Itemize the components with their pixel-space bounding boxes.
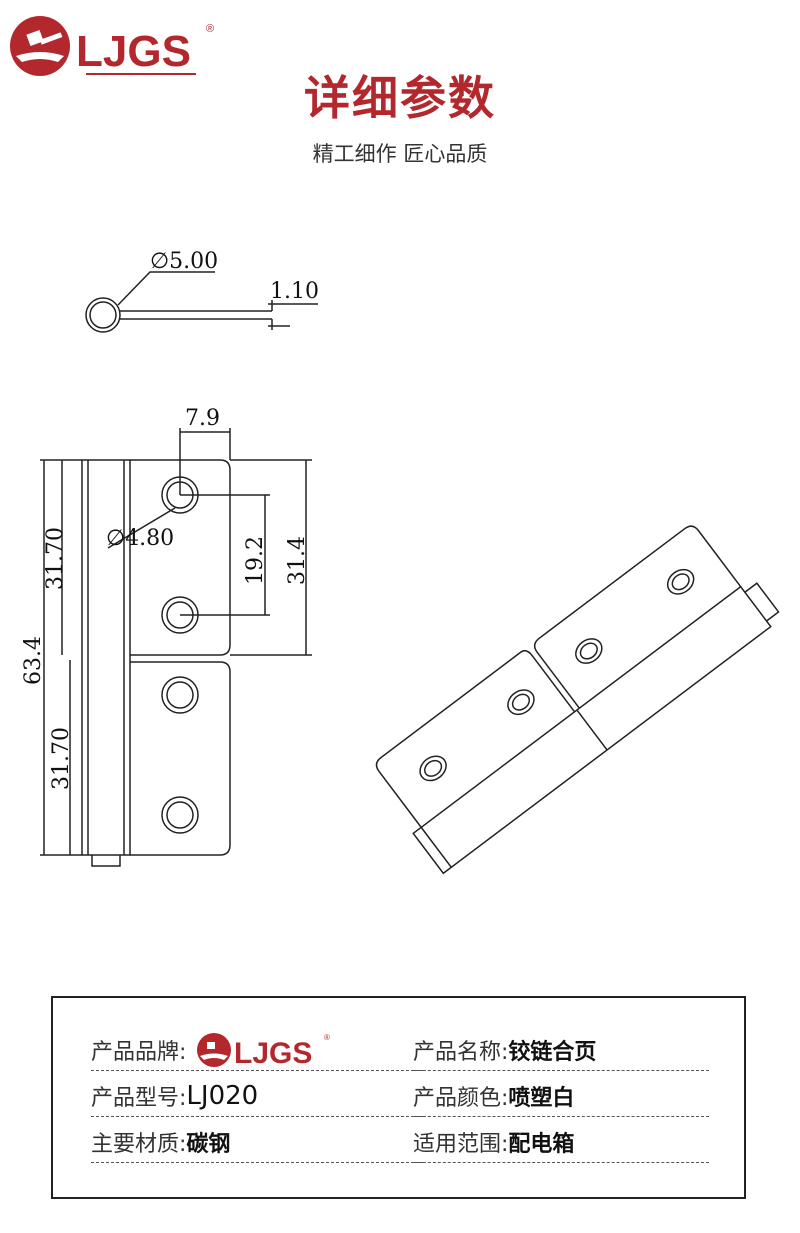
model-label: 产品型号: [91,1086,187,1111]
spec-color: 产品颜色:喷塑白 [413,1076,709,1117]
usage-label: 适用范围: [413,1132,509,1157]
color-value: 喷塑白 [508,1086,575,1111]
hole-spacing-label: 19.2 [243,536,268,585]
top-view: ∅5.00 1.10 [85,249,319,333]
upper-leaf-label: 31.70 [43,527,68,590]
brand-logo-small: LJGS ® [197,1033,330,1070]
hole [161,676,199,714]
svg-text:LJGS: LJGS [234,1037,312,1070]
spec-material: 主要材质:碳钢 [91,1122,424,1163]
name-label: 产品名称: [413,1040,509,1065]
diameter-label: ∅5.00 [150,249,218,274]
hole [161,796,199,834]
isometric-view [375,525,780,875]
model-value: LJ020 [186,1081,259,1111]
spec-usage: 适用范围:配电箱 [413,1122,709,1163]
technical-drawing: ∅5.00 1.10 7.9 ∅4.80 19.2 31.4 31.70 63.… [21,249,780,875]
front-view: 7.9 ∅4.80 19.2 31.4 31.70 63.4 31.70 [21,406,312,867]
svg-text:®: ® [324,1033,330,1042]
brand-logo: LJGS ® [10,16,214,76]
spec-name: 产品名称:铰链合页 [413,1030,709,1071]
svg-text:LJGS: LJGS [76,27,191,76]
hole-diameter-label: ∅4.80 [106,526,174,551]
thickness-label: 1.10 [270,279,319,304]
page-title: 详细参数 [304,71,496,125]
usage-value: 配电箱 [508,1132,575,1157]
material-label: 主要材质: [91,1132,187,1157]
svg-text:®: ® [206,23,214,35]
color-label: 产品颜色: [413,1086,509,1111]
spec-brand: 产品品牌: LJGS ® [91,1030,424,1071]
material-value: 碳钢 [186,1132,231,1157]
brand-label: 产品品牌: [91,1040,187,1065]
hole-offset-label: 7.9 [185,406,220,431]
leaf-height-label: 31.4 [285,536,310,585]
spec-table: 产品品牌: LJGS ® 产品名称:铰链合页 产品型号:LJ020 产品颜色:喷… [51,996,746,1199]
name-value: 铰链合页 [508,1040,597,1065]
page-subtitle: 精工细作 匠心品质 [312,142,488,166]
total-height-label: 63.4 [21,636,46,685]
lower-leaf-label: 31.70 [49,727,74,790]
spec-model: 产品型号:LJ020 [91,1076,424,1117]
